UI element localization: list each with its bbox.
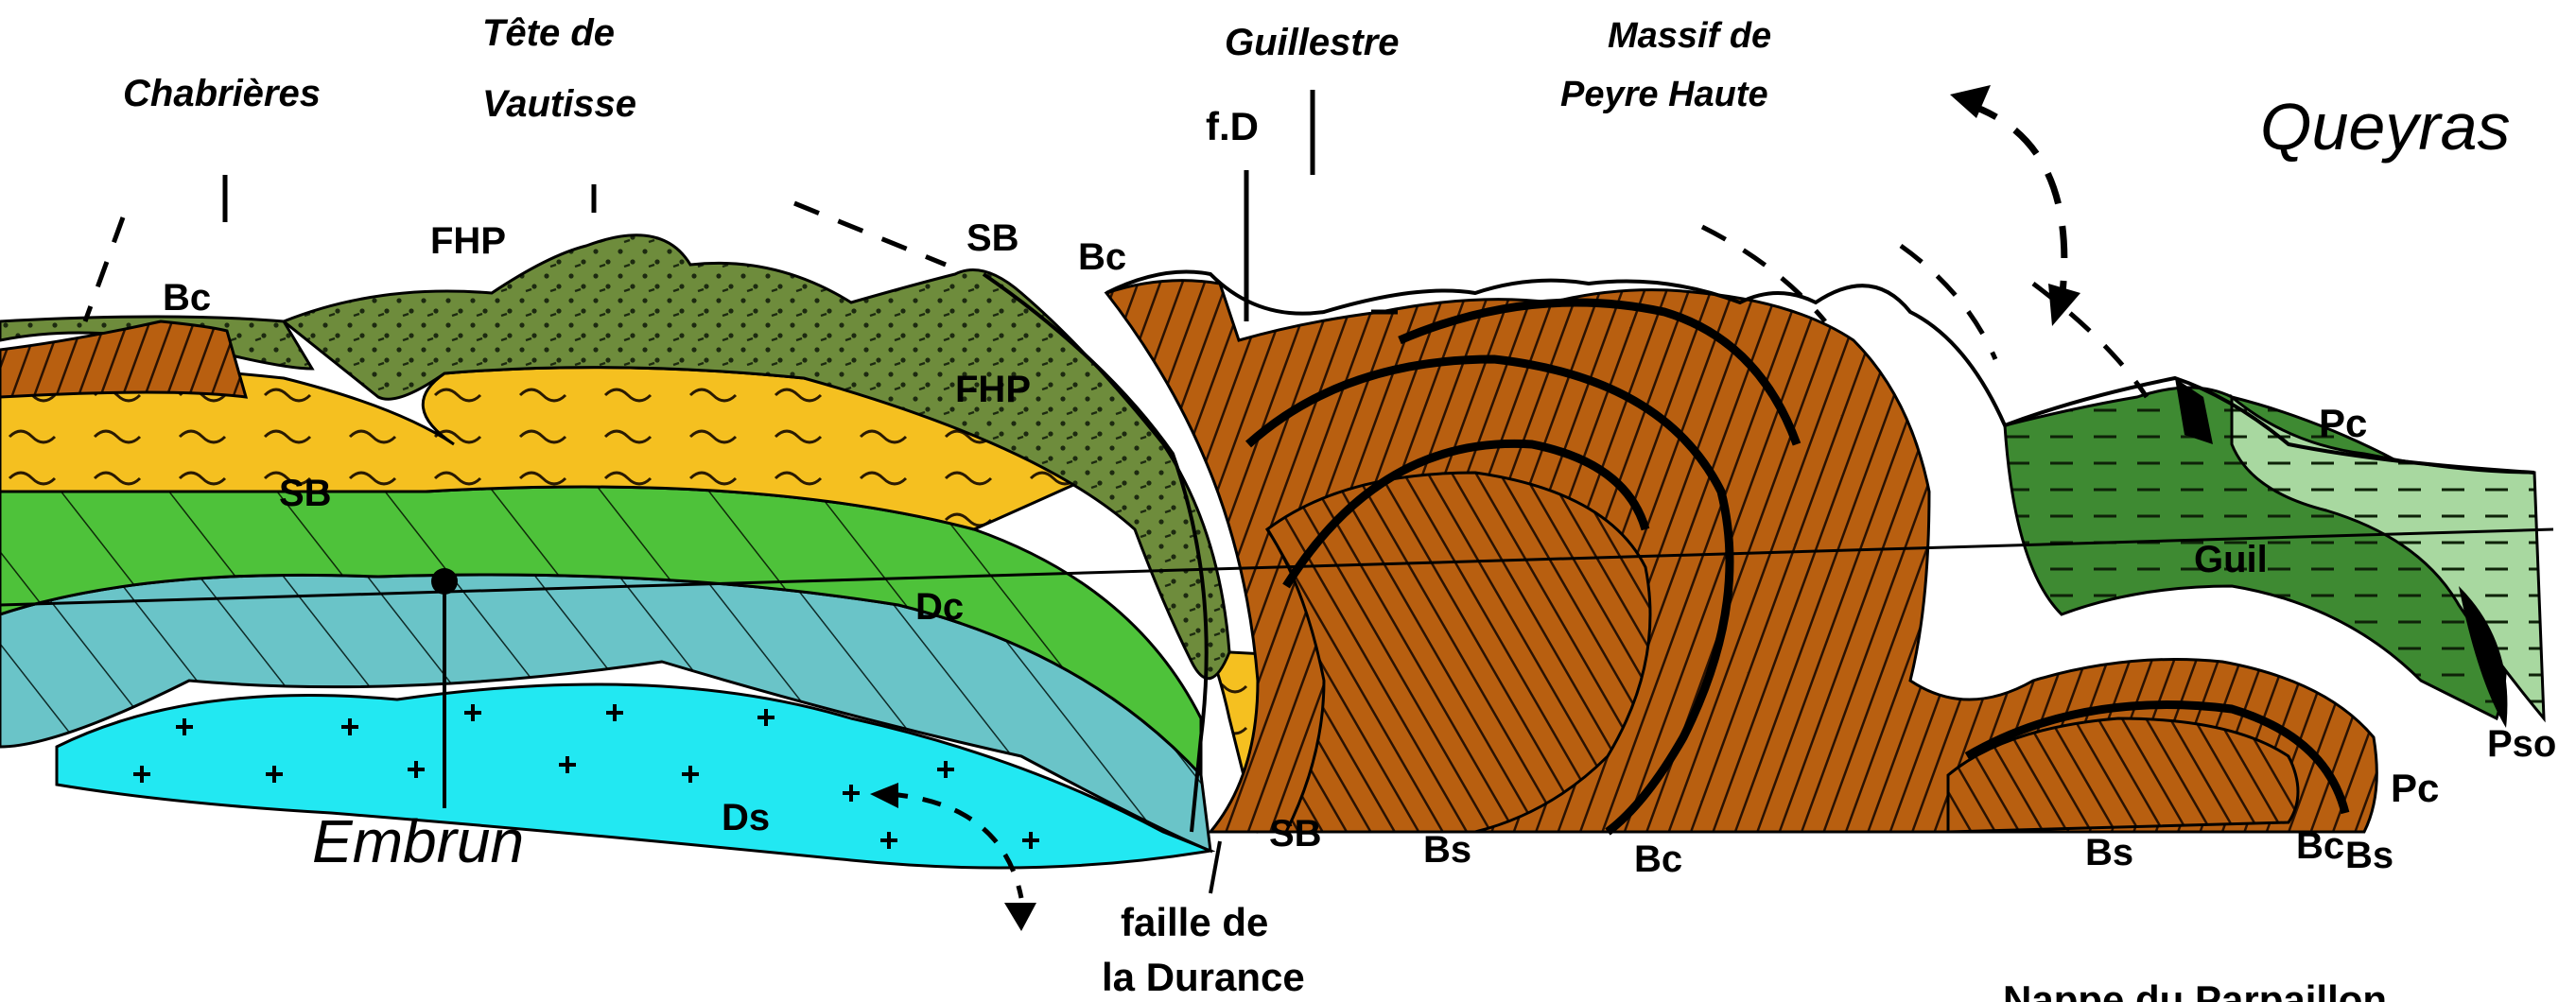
label-durance-1: faille de	[1121, 900, 1268, 944]
label-bc-top: Bc	[1078, 236, 1126, 278]
place-queyras: Queyras	[2260, 90, 2511, 164]
label-durance-2: la Durance	[1102, 955, 1305, 999]
arrow-head-down	[1004, 903, 1036, 931]
label-fhp-mid: FHP	[955, 369, 1031, 410]
label-fd: f.D	[1206, 104, 1259, 148]
place-massif-line2: Peyre Haute	[1560, 75, 1768, 114]
place-embrun: Embrun	[312, 807, 524, 875]
place-chabrieres: Chabrières	[123, 73, 321, 114]
label-pso: Pso	[2487, 723, 2556, 765]
place-guillestre: Guillestre	[1225, 22, 1400, 63]
place-tete-line2: Vautisse	[482, 83, 636, 125]
label-dc: Dc	[915, 586, 964, 628]
footer-nappe: Nappe du Parpaillon	[2003, 977, 2387, 1002]
label-sb-top: SB	[966, 217, 1019, 259]
label-bs-2: Bs	[2085, 832, 2133, 873]
label-bs-1: Bs	[1423, 829, 1471, 871]
label-bc-bottom: Bc	[1634, 838, 1682, 880]
durance-fault-leader	[1210, 841, 1220, 893]
label-guil: Guil	[2194, 539, 2268, 580]
place-massif-line1: Massif de	[1608, 16, 1771, 56]
label-bs-3: Bs	[2345, 835, 2393, 876]
label-pc-top: Pc	[2319, 401, 2367, 445]
label-sb-left: SB	[279, 473, 332, 514]
label-bc-right: Bc	[2296, 825, 2344, 867]
place-tete-line1: Tête de	[482, 12, 615, 54]
label-pc-bottom: Pc	[2391, 766, 2439, 810]
label-ds: Ds	[722, 797, 770, 838]
label-fhp-top: FHP	[430, 220, 506, 262]
label-bc-left: Bc	[163, 277, 211, 319]
curved-arrow-queyras	[1967, 104, 2064, 302]
label-sb-bottom: SB	[1269, 813, 1322, 855]
